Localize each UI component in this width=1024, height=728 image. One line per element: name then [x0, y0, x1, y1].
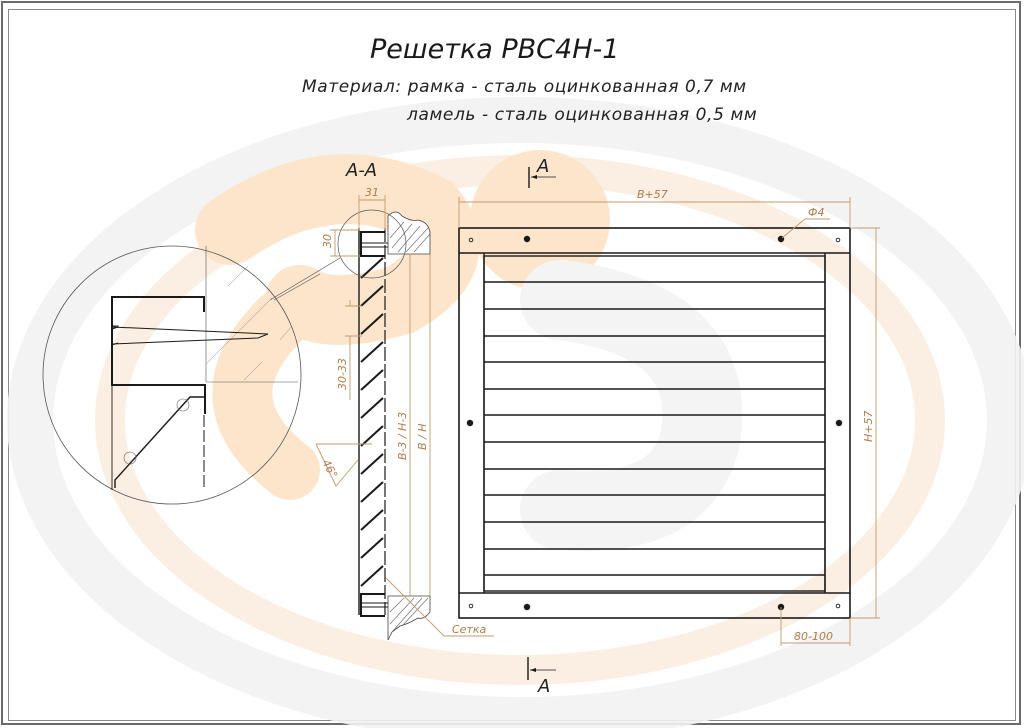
front-dimensions: B+57 H+57 Ф4 80-100	[458, 188, 880, 646]
detail-view	[42, 245, 321, 505]
section-view	[269, 209, 431, 641]
dim-slat-angle: 46°	[319, 457, 340, 480]
drawing-title: Решетка РВС4Н-1	[370, 34, 619, 65]
dim-hole-diameter: Ф4	[808, 206, 824, 219]
section-label: А-А	[345, 160, 377, 181]
front-view-grille	[458, 227, 851, 619]
dim-depth: 31	[365, 186, 379, 199]
dim-hole-offset: 80-100	[794, 630, 833, 643]
rivet-holes	[468, 237, 841, 609]
dim-inner-size: B-3 / H-3	[396, 412, 409, 460]
section-dimensions: 31 30 30-33 46° B-3 / H-3 B / H Сетка	[315, 186, 494, 637]
svg-text:А: А	[536, 156, 549, 177]
dim-height: H+57	[862, 411, 875, 443]
cut-marker-top: А	[528, 156, 556, 188]
watermark-logo	[7, 97, 1024, 728]
cut-marker-bottom: А	[527, 657, 556, 697]
dim-slat-pitch: 30-33	[336, 358, 349, 390]
svg-text:А: А	[537, 676, 550, 697]
mesh-label: Сетка	[452, 623, 487, 636]
dim-outer-size: B / H	[416, 423, 429, 450]
slats	[484, 281, 825, 576]
dim-frame-height: 30	[321, 234, 334, 248]
material-frame-text: Материал: рамка - сталь оцинкованная 0,7…	[302, 77, 747, 97]
material-slat-text: ламель - сталь оцинкованная 0,5 мм	[406, 105, 757, 125]
dim-width: B+57	[637, 188, 668, 201]
